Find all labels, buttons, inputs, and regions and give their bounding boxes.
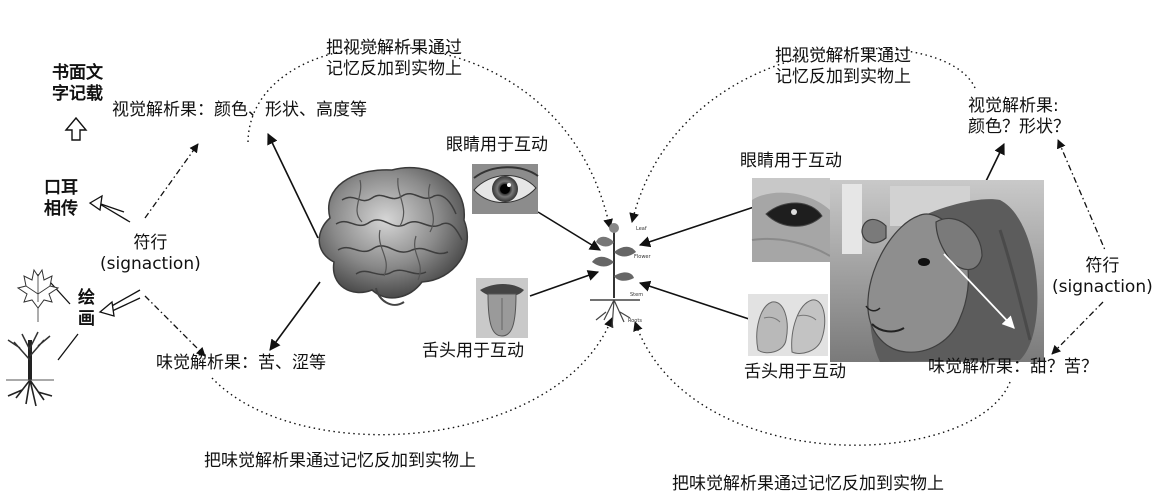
plant-icon: Leaf Flower Stem Roots (590, 223, 651, 329)
left-top-arc (247, 46, 613, 229)
left-taste-result: 味觉解析果：苦、涩等 (156, 353, 326, 373)
eye-icon (472, 164, 539, 214)
up-arrow-icon (64, 116, 88, 141)
left-signaction-label: 符行 (signaction) (100, 233, 201, 274)
left-visual-result: 视觉解析果：颜色、形状、高度等 (112, 100, 367, 120)
sheep-tongue-icon (748, 294, 828, 356)
painting-hollow-arrow (98, 289, 141, 317)
leaf-to-painting-line (49, 281, 71, 305)
right-top-arc-label: 把视觉解析果通过 记忆反加到实物上 (775, 46, 911, 87)
svg-text:Flower: Flower (634, 254, 651, 260)
oral-tradition-label: 口耳 相传 (44, 178, 78, 219)
right-visual-to-signaction-arrow (1057, 139, 1106, 251)
right-taste-result: 味觉解析果：甜？苦？ (928, 357, 1098, 377)
right-signaction-to-taste-arrow (1051, 301, 1104, 355)
tree-icon (6, 331, 54, 407)
signaction-to-visual-arrow (144, 143, 199, 219)
sheep-eye-to-plant-arrow (638, 204, 761, 248)
left-top-arc-label: 把视觉解析果通过 记忆反加到实物上 (326, 38, 462, 79)
signaction-to-taste-arrow (144, 295, 206, 357)
brain-to-visual-arrow (267, 132, 319, 239)
left-tongue-label: 舌头用于互动 (422, 341, 524, 361)
brain-to-taste-arrow (269, 281, 321, 351)
right-bottom-arc (633, 321, 1011, 446)
oral-tradition-hollow-arrow (88, 194, 131, 223)
eye-to-plant-arrow (537, 211, 601, 251)
svg-text:Leaf: Leaf (636, 226, 647, 232)
painting-label: 绘 画 (78, 288, 95, 329)
brain-icon (318, 166, 469, 306)
right-top-arc (629, 47, 976, 223)
sheep-eye-icon (751, 178, 831, 262)
right-eye-label: 眼睛用于互动 (740, 151, 842, 171)
right-bottom-arc-label: 把味觉解析果通过记忆反加到实物上 (672, 474, 944, 494)
left-bottom-arc-label: 把味觉解析果通过记忆反加到实物上 (204, 451, 476, 471)
left-eye-label: 眼睛用于互动 (446, 135, 548, 155)
tongue-icon (476, 278, 528, 338)
right-signaction-label: 符行 (signaction) (1052, 256, 1153, 297)
svg-text:Stem: Stem (630, 292, 643, 298)
svg-text:Roots: Roots (628, 318, 642, 324)
left-bottom-arc (211, 317, 614, 436)
tongue-to-plant-arrow (529, 270, 600, 297)
right-visual-result: 视觉解析果: 颜色？形状？ (968, 96, 1070, 137)
maple-leaf-icon (16, 268, 60, 322)
written-records-label: 书面文 字记载 (52, 63, 103, 104)
sheep-icon (830, 180, 1044, 362)
sheep-tongue-to-plant-arrow (638, 280, 753, 321)
right-tongue-label: 舌头用于互动 (744, 362, 846, 382)
tree-to-painting-line (57, 333, 79, 361)
